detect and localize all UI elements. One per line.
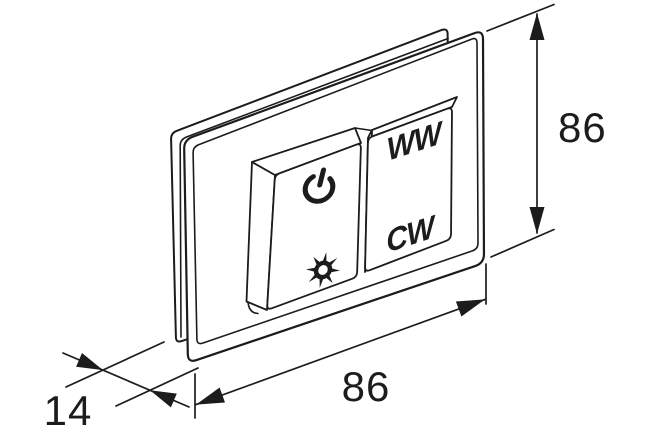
height-extension-line-top <box>486 3 555 32</box>
depth-dimension-label: 14 <box>44 387 93 434</box>
depth-arrow-inward-right-icon <box>150 390 177 408</box>
left-button-front-face <box>266 143 362 310</box>
depth-arrow-inward-left-icon <box>76 353 103 371</box>
depth-extension-line-back <box>65 341 165 388</box>
right-rocker-button: WW CW <box>354 96 458 273</box>
height-arrow-up-icon <box>529 13 545 40</box>
depth-dimension: 14 <box>44 341 199 434</box>
width-arrow-left-icon <box>196 387 225 405</box>
width-dimension-label: 86 <box>342 363 391 410</box>
left-rocker-button <box>245 127 362 315</box>
left-button-top-bevel <box>251 127 362 176</box>
height-dimension: 86 <box>486 3 607 258</box>
left-button-clip <box>247 301 259 315</box>
brightness-icon <box>306 252 340 288</box>
width-dimension-line <box>195 298 486 406</box>
height-extension-line-bottom <box>490 228 555 258</box>
height-dimension-label: 86 <box>558 104 607 151</box>
height-arrow-down-icon <box>529 207 545 234</box>
power-icon <box>302 167 336 204</box>
wall-plate-thickness-line <box>179 37 449 338</box>
width-dimension: 86 <box>194 263 487 419</box>
front-frame-bevel-line <box>192 37 479 345</box>
button-gap-ridge <box>354 127 373 132</box>
width-arrow-right-icon <box>455 299 485 317</box>
depth-extension-line-front <box>115 367 199 407</box>
right-button-front-face <box>364 107 453 272</box>
